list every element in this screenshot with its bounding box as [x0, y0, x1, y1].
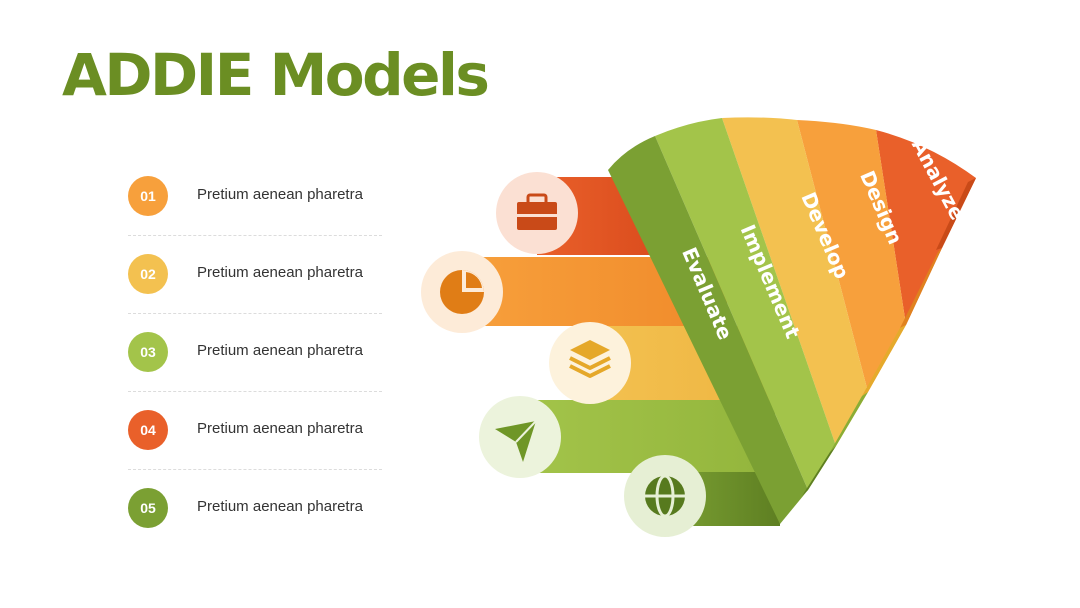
number-badge: 05	[128, 488, 168, 528]
list-item-text: Pretium aenean pharetra	[197, 498, 363, 515]
globe-icon	[624, 455, 706, 537]
band-edge	[900, 248, 942, 328]
funnel-band-design	[797, 120, 906, 392]
list-item-text: Pretium aenean pharetra	[197, 186, 363, 203]
item-list: 01 Pretium aenean pharetra 02 Pretium ae…	[128, 158, 382, 548]
funnel-band-develop	[722, 117, 868, 446]
list-item-text: Pretium aenean pharetra	[197, 342, 363, 359]
list-item: 05 Pretium aenean pharetra	[128, 470, 382, 548]
briefcase-icon	[496, 172, 578, 254]
pie-chart-icon	[421, 251, 503, 333]
list-item: 03 Pretium aenean pharetra	[128, 314, 382, 392]
band-edge	[936, 178, 976, 250]
page-title: ADDIE Models	[62, 41, 490, 109]
funnel-band-analyze	[876, 130, 976, 325]
band-edge	[862, 325, 906, 396]
band-edge	[802, 446, 836, 496]
list-item: 02 Pretium aenean pharetra	[128, 236, 382, 314]
number-badge: 03	[128, 332, 168, 372]
list-item: 01 Pretium aenean pharetra	[128, 158, 382, 236]
list-item: 04 Pretium aenean pharetra	[128, 392, 382, 470]
funnel-band-implement	[655, 118, 836, 490]
number-badge: 02	[128, 254, 168, 294]
funnel-band-evaluate	[608, 136, 808, 524]
number-badge: 01	[128, 176, 168, 216]
list-item-text: Pretium aenean pharetra	[197, 264, 363, 281]
layers-icon	[549, 322, 631, 404]
send-icon	[479, 396, 561, 478]
band-edge	[830, 392, 868, 452]
number-badge: 04	[128, 410, 168, 450]
list-item-text: Pretium aenean pharetra	[197, 420, 363, 437]
